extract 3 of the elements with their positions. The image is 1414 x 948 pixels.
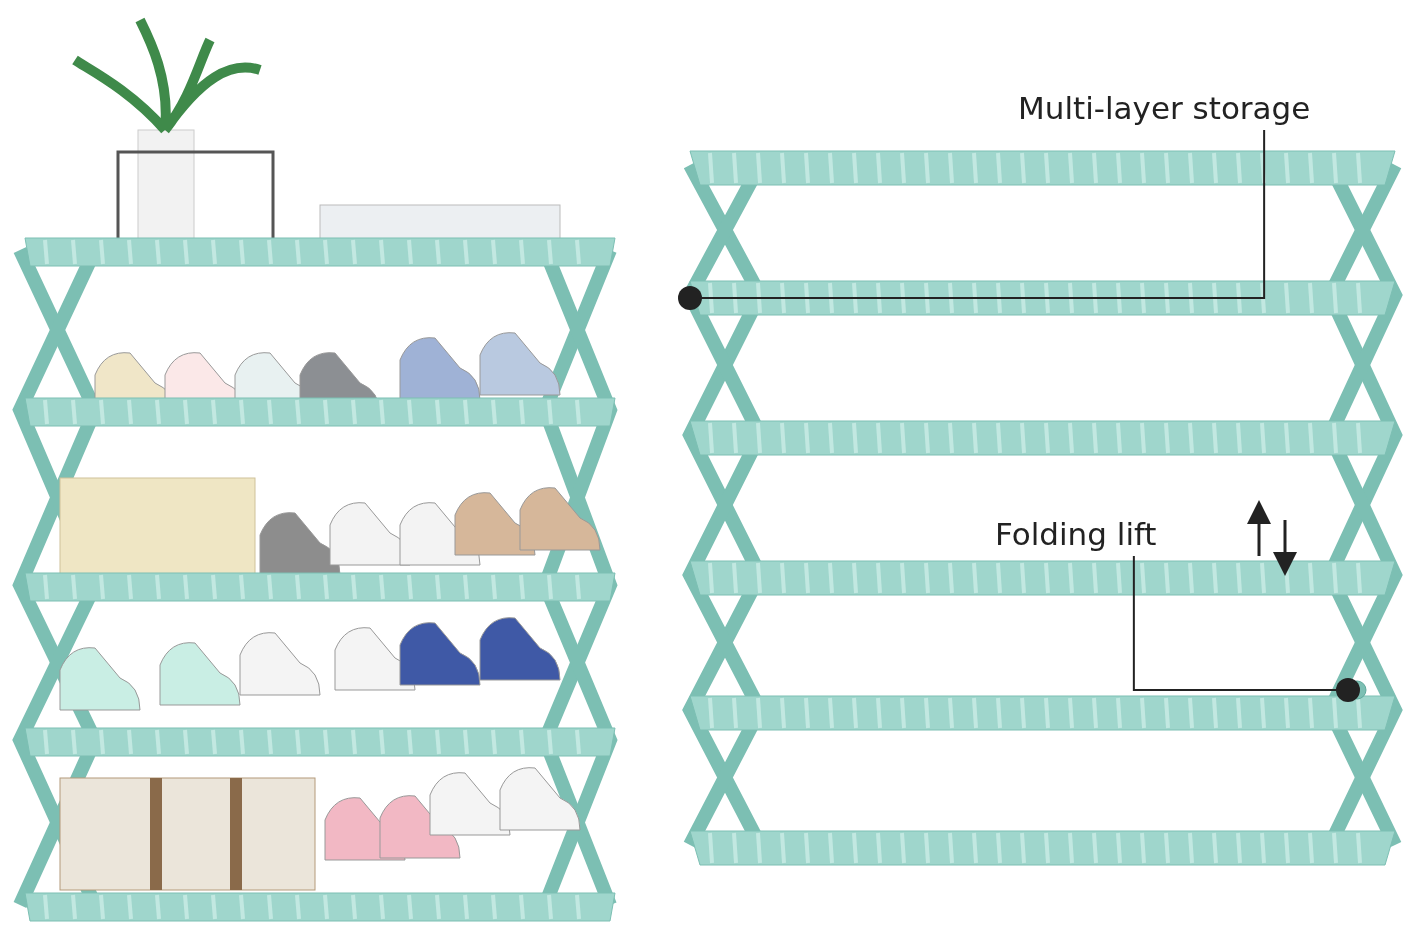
leader-line	[678, 129, 1266, 310]
shelf	[689, 280, 1396, 316]
leader-line	[1132, 555, 1360, 702]
